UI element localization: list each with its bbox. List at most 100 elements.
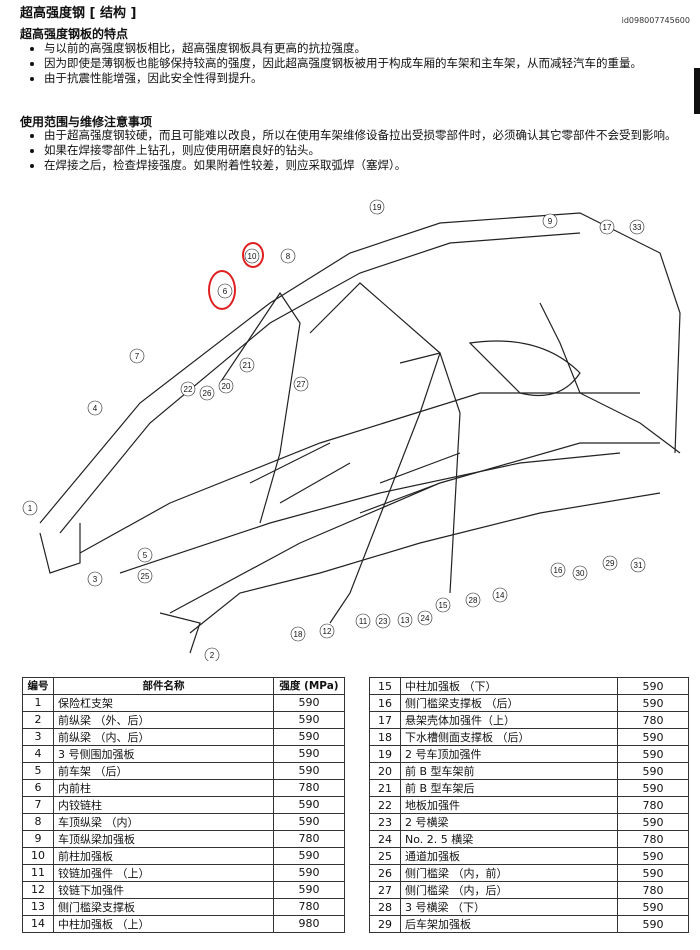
part-strength: 980 xyxy=(273,914,345,933)
part-strength: 780 xyxy=(273,897,345,916)
callout-circle xyxy=(629,219,645,235)
part-name: 侧门槛梁 （内，后） xyxy=(400,881,618,899)
part-number: 25 xyxy=(369,847,401,865)
part-name: 通道加强板 xyxy=(400,847,618,865)
col-header-name: 部件名称 xyxy=(53,677,274,695)
part-number: 12 xyxy=(22,880,54,899)
callout-circle xyxy=(204,647,220,661)
callout-number: 33 xyxy=(633,223,642,232)
part-strength: 590 xyxy=(273,846,345,865)
part-number: 5 xyxy=(22,761,54,780)
callout-circle xyxy=(129,348,145,364)
part-strength: 590 xyxy=(617,745,689,763)
part-number: 1 xyxy=(22,693,54,712)
part-strength: 590 xyxy=(273,795,345,814)
callout-number: 17 xyxy=(603,223,612,232)
callout-number: 6 xyxy=(223,287,228,296)
list-item: 与以前的高强度钢板相比，超高强度钢板具有更高的抗拉强度。 xyxy=(44,41,694,56)
part-number: 29 xyxy=(369,915,401,933)
page-title: 超高强度钢 [ 结构 ] xyxy=(20,6,137,21)
part-name: 后车架加强板 xyxy=(400,915,618,933)
part-strength: 590 xyxy=(273,744,345,763)
part-name: 地板加强件 xyxy=(400,796,618,814)
part-name: 前 B 型车架前 xyxy=(400,762,618,780)
callout-number: 12 xyxy=(323,627,332,636)
callout-circle xyxy=(465,592,481,608)
part-strength: 590 xyxy=(273,761,345,780)
part-strength: 590 xyxy=(617,677,689,695)
part-number: 3 xyxy=(22,727,54,746)
part-name: 3 号横梁 （下） xyxy=(400,898,618,916)
part-name: 车顶纵梁加强板 xyxy=(53,829,274,848)
part-name: 内前柱 xyxy=(53,778,274,797)
callout-number: 9 xyxy=(548,217,553,226)
part-number: 28 xyxy=(369,898,401,916)
part-strength: 590 xyxy=(273,863,345,882)
part-name: 铰链加强件 （上） xyxy=(53,863,274,882)
callout-number: 31 xyxy=(634,561,643,570)
callout-number: 4 xyxy=(93,404,98,413)
callout-circle xyxy=(137,568,153,584)
part-name: 车顶纵梁 （内） xyxy=(53,812,274,831)
part-strength: 590 xyxy=(617,864,689,882)
callout-number: 24 xyxy=(421,614,430,623)
callout-number: 27 xyxy=(297,380,306,389)
callout-circle xyxy=(293,376,309,392)
part-number: 19 xyxy=(369,745,401,763)
callout-number: 15 xyxy=(439,601,448,610)
part-name: 前纵梁 （内、后） xyxy=(53,727,274,746)
callout-number: 5 xyxy=(143,551,148,560)
part-number: 18 xyxy=(369,728,401,746)
part-name: 侧门槛梁 （内，前） xyxy=(400,864,618,882)
callout-circle xyxy=(599,219,615,235)
part-name: 前纵梁 （外、后） xyxy=(53,710,274,729)
part-number: 7 xyxy=(22,795,54,814)
callout-number: 26 xyxy=(203,389,212,398)
callout-circle xyxy=(87,571,103,587)
callout-circle xyxy=(244,248,260,264)
callout-number: 1 xyxy=(28,504,33,513)
list-item: 由于抗震性能增强，因此安全性得到提升。 xyxy=(44,71,694,86)
part-name: 前柱加强板 xyxy=(53,846,274,865)
part-strength: 590 xyxy=(617,915,689,933)
part-number: 26 xyxy=(369,864,401,882)
part-number: 21 xyxy=(369,779,401,797)
document-id: id098007745600 xyxy=(621,16,690,25)
section-heading-precautions: 使用范围与维修注意事项 xyxy=(20,115,153,129)
features-list: 与以前的高强度钢板相比，超高强度钢板具有更高的抗拉强度。 因为即使是薄钢板也能够… xyxy=(26,41,694,86)
list-item: 因为即使是薄钢板也能够保持较高的强度，因此超高强度钢板被用于构成车厢的车架和主车… xyxy=(44,56,694,71)
callout-circle xyxy=(602,555,618,571)
part-strength: 590 xyxy=(617,898,689,916)
list-item: 在焊接之后，检查焊接强度。如果附着性较差，则应采取弧焊（塞焊）。 xyxy=(44,158,694,173)
callout-circle xyxy=(22,500,38,516)
part-number: 16 xyxy=(369,694,401,712)
callout-circle xyxy=(87,400,103,416)
part-strength: 780 xyxy=(617,881,689,899)
list-item: 由于超高强度钢较硬，而且可能难以改良，所以在使用车架维修设备拉出受损零部件时，必… xyxy=(44,128,694,143)
part-strength: 780 xyxy=(273,778,345,797)
callout-number: 25 xyxy=(141,572,150,581)
part-name: 侧门槛梁支撑板 （后） xyxy=(400,694,618,712)
callout-circle xyxy=(290,626,306,642)
callout-number: 14 xyxy=(496,591,505,600)
col-header-strength: 强度 (MPa) xyxy=(273,677,345,695)
